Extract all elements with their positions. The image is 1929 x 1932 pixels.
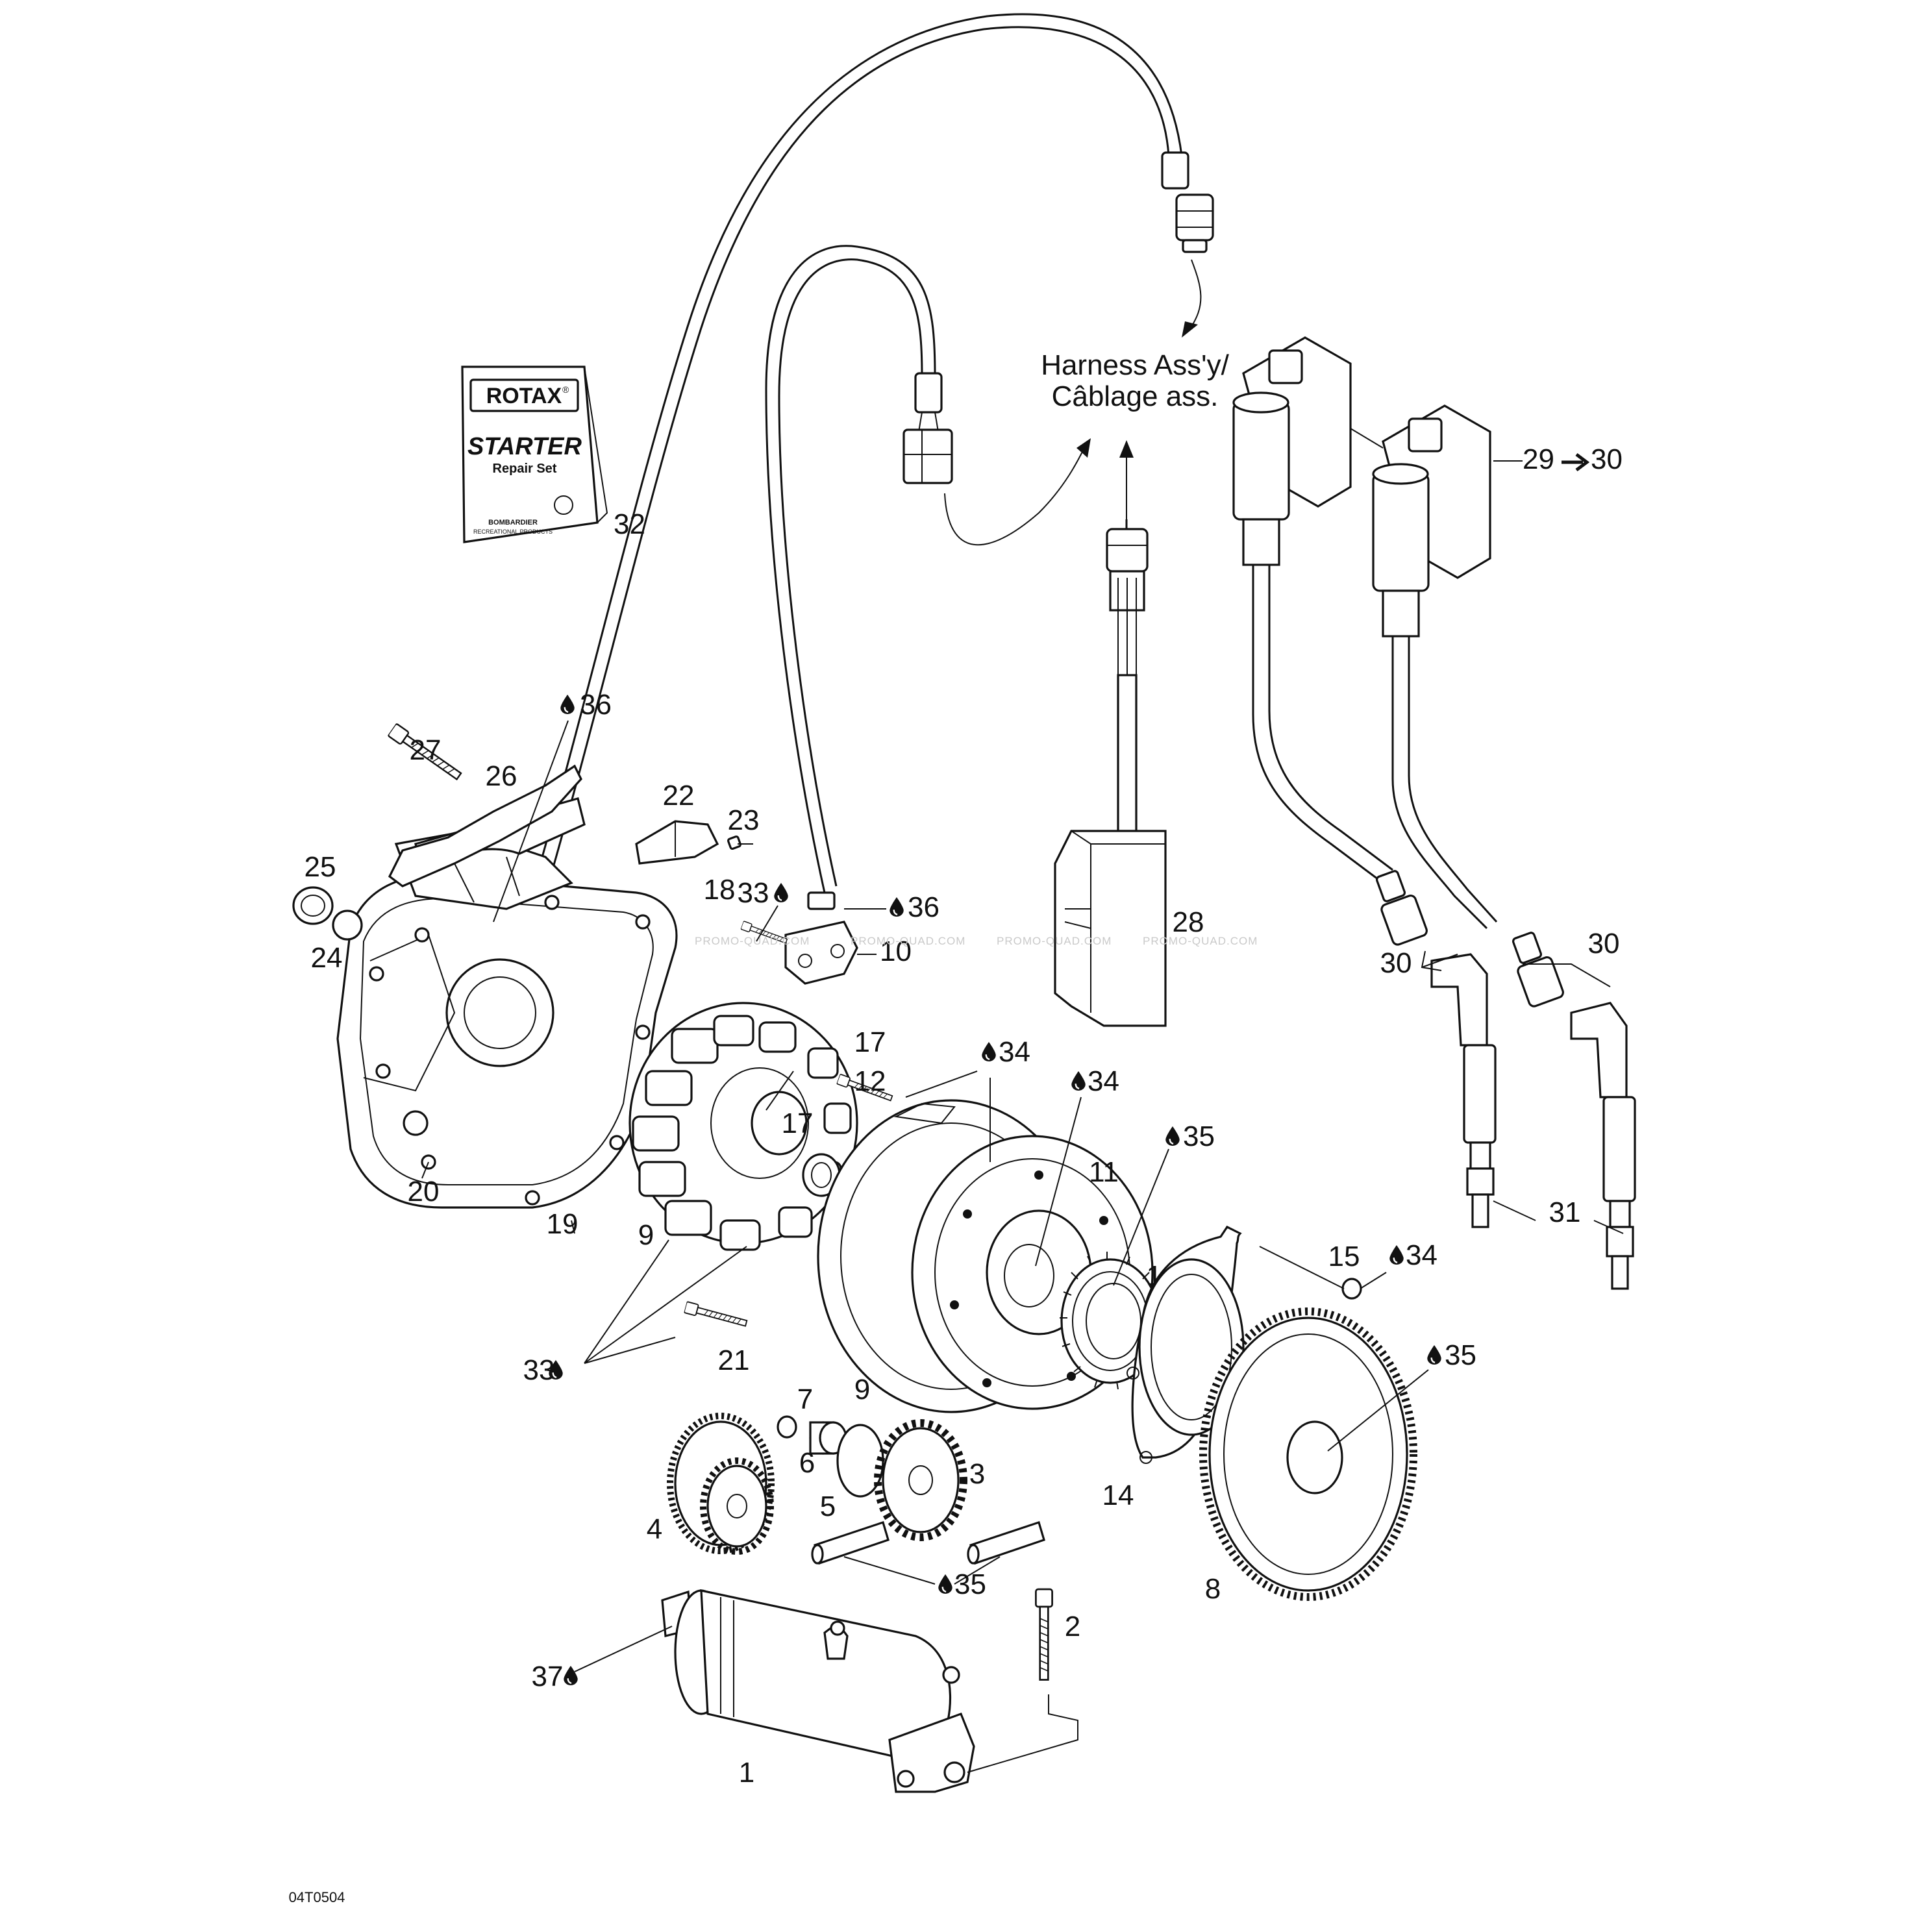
callout-14: 14 [1102, 1480, 1134, 1511]
grease-drop-icon [1071, 1071, 1086, 1091]
clamp-22 [635, 820, 719, 865]
callout-30a: 30 [1380, 947, 1412, 979]
bolt-21 [682, 1300, 749, 1330]
grease-drop-icon [1389, 1245, 1404, 1265]
callout-34a: 34 [999, 1036, 1030, 1068]
grease-drop-icon [982, 1042, 996, 1061]
spark-plug-cap-right [1512, 932, 1636, 1290]
starter-motor-1 [661, 1589, 975, 1793]
watermark-2: PROMO-QUAD.COM [851, 935, 965, 947]
callout-35a: 35 [1183, 1121, 1215, 1152]
callout-35b: 35 [1445, 1339, 1476, 1371]
harness-label-line1: Harness Ass'y/ [1041, 349, 1229, 381]
callout-17: 17 [782, 1108, 814, 1139]
watermark-3: PROMO-QUAD.COM [997, 935, 1112, 947]
callout-7: 7 [797, 1383, 813, 1415]
callout-9b: 9 [854, 1374, 870, 1406]
callout-21: 21 [718, 1344, 750, 1376]
callout-6: 6 [799, 1447, 815, 1479]
callout-17-dup: 17 [854, 1026, 886, 1058]
callout-20: 20 [408, 1176, 440, 1208]
spark-plug-cap-left [1375, 870, 1497, 1228]
thread-locker-drop-icon [564, 1666, 578, 1685]
callout-26: 26 [486, 760, 517, 792]
callout-22: 22 [663, 780, 695, 811]
watermark-1: PROMO-QUAD.COM [695, 935, 810, 947]
callout-3: 3 [969, 1458, 985, 1490]
callout-23: 23 [728, 804, 760, 836]
callout-37: 37 [532, 1661, 564, 1692]
callout-15: 15 [1328, 1241, 1360, 1272]
harness-label-line2: Câblage ass. [1052, 380, 1219, 412]
shafts [811, 1520, 1045, 1565]
stator-9 [628, 1002, 858, 1251]
grease-drop-icon [938, 1574, 952, 1594]
crankcase-cover [336, 797, 678, 1209]
callout-33a: 33 [738, 877, 769, 909]
ignition-coil-2 [1372, 404, 1498, 930]
callout-9a: 9 [638, 1219, 654, 1251]
callout-2: 2 [1065, 1611, 1080, 1642]
intermediate-gear-4 [667, 1413, 775, 1555]
cdi-module-28 [1054, 519, 1167, 1027]
starter-gear-8 [1199, 1307, 1417, 1601]
callout-28: 28 [1173, 906, 1204, 938]
watermark-4: PROMO-QUAD.COM [1143, 935, 1258, 947]
bracket-26 [388, 764, 582, 887]
grease-drop-icon [560, 695, 575, 714]
callout-30b: 30 [1588, 928, 1620, 960]
drawing-code: 04T0504 [289, 1889, 345, 1905]
booklet-maker-line1: BOMBARDIER [488, 519, 538, 526]
callout-5: 5 [820, 1491, 836, 1522]
callout-11: 11 [1089, 1156, 1119, 1188]
callout-35c: 35 [954, 1568, 986, 1600]
booklet-maker-line2: RECREATIONAL PRODUCTS [473, 528, 553, 535]
washer-7 [777, 1415, 797, 1439]
booklet-registered: ® [562, 384, 569, 395]
thread-locker-drop-icon [774, 883, 788, 902]
booklet-title: STARTER [467, 433, 582, 460]
callout-1: 1 [739, 1757, 754, 1789]
sprag-housing-14 [1126, 1225, 1245, 1464]
callout-30: 30 [1591, 443, 1623, 475]
callout-36a: 36 [580, 689, 612, 721]
idler-gear-3 [874, 1419, 967, 1541]
callout-19: 19 [547, 1208, 579, 1240]
callout-36b: 36 [908, 891, 940, 923]
callout-12: 12 [854, 1065, 886, 1097]
callout-32: 32 [614, 508, 645, 540]
plug-25 [292, 886, 334, 925]
booklet-brand: ROTAX [486, 384, 562, 408]
callout-10: 10 [880, 935, 912, 967]
callout-34b: 34 [1088, 1065, 1119, 1097]
callout-31: 31 [1549, 1196, 1581, 1228]
callout-27: 27 [410, 734, 442, 766]
starter-repair-set-booklet: ROTAX ® STARTER Repair Set BOMBARDIER RE… [461, 365, 608, 543]
bolt-2 [1034, 1588, 1054, 1681]
grease-drop-icon [890, 897, 904, 917]
bushing-6 [809, 1421, 847, 1455]
callout-18: 18 [704, 874, 736, 906]
callout-33b: 33 [523, 1354, 555, 1386]
harness-cables: Harness Ass'y/ Câblage ass. [528, 13, 1230, 906]
callout-8: 8 [1205, 1573, 1221, 1605]
nut-15 [1341, 1278, 1362, 1300]
o-ring-24 [332, 910, 363, 941]
callout-25: 25 [305, 851, 336, 883]
callout-29: 29 [1523, 443, 1554, 475]
callout-4: 4 [647, 1513, 662, 1545]
trigger-coil-10 [784, 891, 858, 985]
grease-drop-icon [1165, 1126, 1180, 1146]
grease-drop-icon [1427, 1345, 1441, 1365]
callout-34c: 34 [1406, 1239, 1437, 1271]
booklet-subtitle: Repair Set [493, 462, 557, 476]
callout-24: 24 [311, 942, 343, 974]
ignition-coil-1 [1232, 336, 1393, 884]
screw-23 [727, 835, 742, 850]
